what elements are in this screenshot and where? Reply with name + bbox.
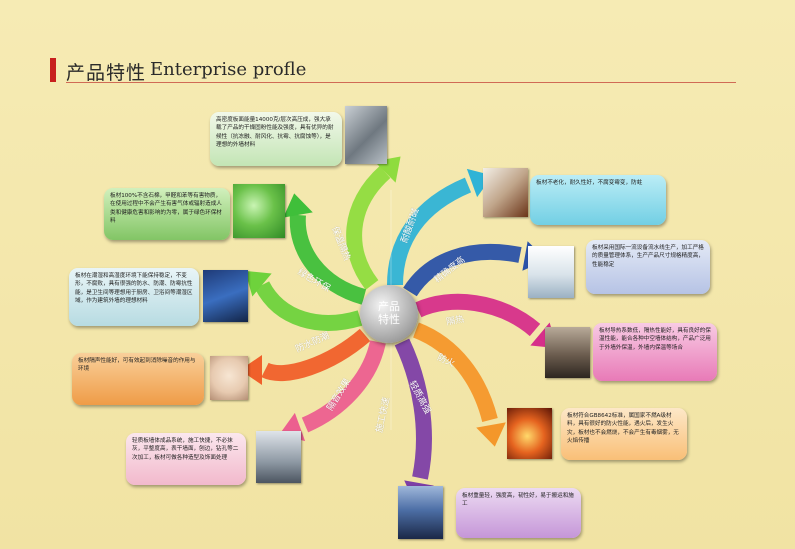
feature-box-acid-alkali: 板材不老化，耐久性好，不腐变霉变，防蛀 — [530, 175, 666, 225]
feature-box-lightweight: 板材重量轻，强度高，韧性好，易于搬运和施工 — [456, 488, 581, 538]
feature-box-soundproof: 板材隔声性能好，可有效起到消除噪音的作用与环境 — [72, 353, 204, 405]
feature-text: 板材在潮湿和高湿度环境下能保持稳定，不变形，不腐败，具有很强的防水、防潮、防霉抗… — [75, 273, 193, 305]
arrow-heat-insulation — [414, 293, 541, 337]
feature-text: 板材不老化，耐久性好，不腐变霉变，防蛀 — [536, 180, 643, 186]
arrow-fast-install — [301, 340, 386, 433]
arrowhead-waterproof — [245, 270, 272, 297]
bridge-image — [398, 486, 443, 539]
feature-text: 板材重量轻，强度高，韧性好，易于搬运和施工 — [462, 493, 574, 508]
green-leaf-image — [233, 184, 285, 238]
feature-text: 板材100%不含石棉，甲醛和苯等有害物质，在使用过程中不会产生有害气体或辐射造成… — [110, 193, 222, 225]
feature-text: 轻质板墙体成品系统，施工快捷，不必抹灰，平整度高，表干墙面，刨边，钻孔等二次加工… — [132, 438, 239, 461]
feature-box-eco: 板材100%不含石棉，甲醛和苯等有害物质，在使用过程中不会产生有害气体或辐射造成… — [104, 188, 230, 240]
fire-image — [507, 408, 552, 459]
center-circle — [360, 285, 418, 343]
arrow-precision — [403, 244, 522, 297]
arrow-waterproof — [254, 280, 363, 331]
feature-text: 板材符合GB8642标准，属国家不燃A级材料，具有很好的防火性能，遇火后，发生火… — [567, 413, 679, 445]
arrowhead-soundproof — [240, 355, 262, 385]
crane-image — [528, 246, 574, 298]
arrow-fireproof — [412, 322, 498, 423]
center-label: 产品 特性 — [378, 300, 400, 326]
feature-box-precision: 板材采用国际一流设备流水线生产，加工严格的质量管理体系，生产产品尺寸规格精度高，… — [586, 240, 710, 294]
header-rule — [66, 82, 736, 83]
feature-box-fireproof: 板材符合GB8642标准，属国家不燃A级材料，具有很好的防火性能，遇火后，发生火… — [561, 408, 687, 460]
arrow-lightweight — [394, 338, 432, 480]
interior-image — [545, 327, 590, 378]
feature-text: 高密度板面能量14000克/层次高压成，强大承载了产品的干燥固粉性能及强度，具有… — [216, 117, 334, 149]
header-title-cn: 产品特性 — [66, 62, 147, 84]
feature-box-waterproof: 板材在潮湿和高湿度环境下能保持稳定，不变形，不腐败，具有很强的防水、防潮、防霉抗… — [69, 268, 199, 326]
baby-image — [210, 356, 248, 400]
arrowhead-fireproof — [476, 422, 506, 447]
feature-box-fast-install: 轻质板墙体成品系统，施工快捷，不必抹灰，平整度高，表干墙面，刨边，钻孔等二次加工… — [126, 433, 246, 485]
rotting-wood-image — [483, 168, 528, 217]
header-title-en: Enterprise profle — [150, 59, 307, 80]
arrow-insulation — [346, 166, 391, 290]
arrowhead-eco — [283, 193, 313, 218]
hammer-image — [256, 431, 301, 483]
arrow-eco — [289, 214, 367, 305]
feature-box-heat-insulation: 板材导热系数低，隔热性能好，具有良好的保温性能，能合各种中空墙体结构，产品广泛用… — [593, 323, 717, 381]
feature-text: 板材导热系数低，隔热性能好，具有良好的保温性能，能合各种中空墙体结构，产品广泛用… — [599, 328, 711, 351]
feature-text: 板材隔声性能好，可有效起到消除噪音的作用与环境 — [78, 358, 196, 373]
arrow-soundproof — [261, 328, 371, 382]
feature-text: 板材采用国际一流设备流水线生产，加工严格的质量管理体系，生产产品尺寸规格精度高，… — [592, 245, 704, 268]
umbrella-image — [203, 270, 248, 322]
feature-box-insulation: 高密度板面能量14000克/层次高压成，强大承载了产品的干燥固粉性能及强度，具有… — [210, 112, 342, 166]
header-accent-bar — [50, 58, 56, 82]
arrow-acid-alkali — [387, 177, 472, 286]
building-facade-image — [345, 106, 387, 164]
